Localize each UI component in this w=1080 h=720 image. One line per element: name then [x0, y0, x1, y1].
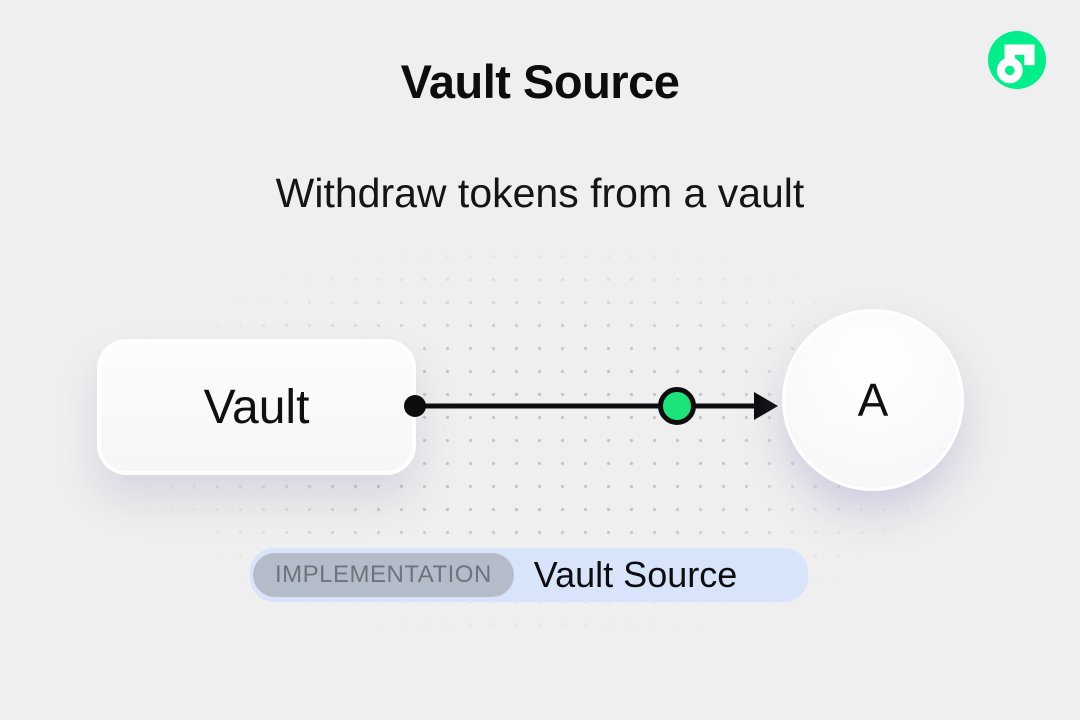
page-title: Vault Source [400, 55, 680, 108]
badge-label: Vault Source [533, 554, 738, 595]
arrowhead-icon [754, 392, 778, 420]
edge-arrow [404, 387, 778, 425]
account-node-label: A [857, 374, 889, 426]
account-node: A [782, 309, 964, 491]
token-dot [658, 387, 696, 425]
implementation-badge: IMPLEMENTATION Vault Source [250, 548, 808, 602]
badge-category-pill: IMPLEMENTATION [253, 553, 514, 597]
vault-node-label: Vault [203, 380, 310, 434]
page-subtitle: Withdraw tokens from a vault [275, 170, 805, 216]
edge-start-dot [404, 395, 426, 417]
vault-node: Vault [97, 339, 416, 475]
flow-logo-icon [988, 31, 1046, 89]
